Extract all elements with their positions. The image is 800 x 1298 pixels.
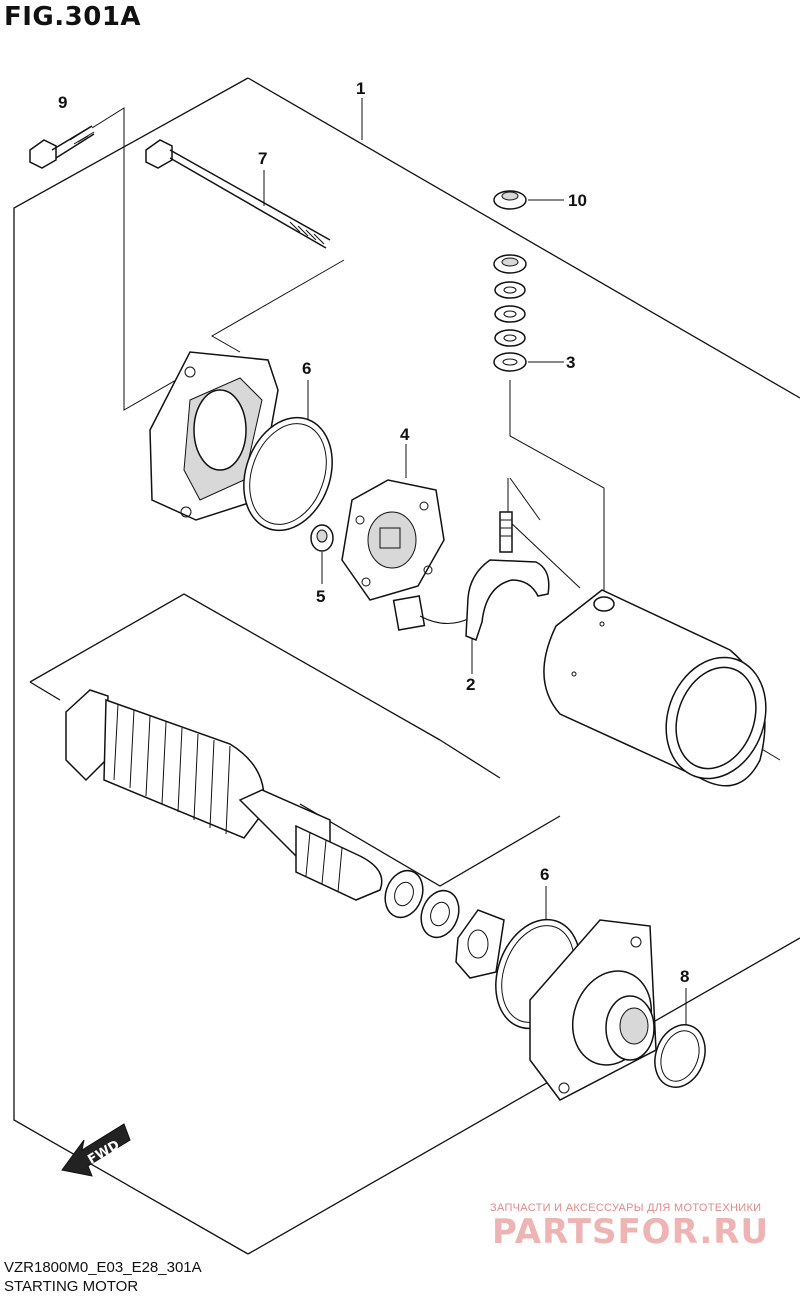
bolt-part-9 bbox=[29, 125, 95, 169]
callout-4: 4 bbox=[400, 425, 410, 444]
assembly-outline bbox=[13, 77, 800, 1255]
callout-9: 9 bbox=[58, 93, 67, 112]
figure-title: FIG.301A bbox=[4, 2, 142, 32]
nut-part-10 bbox=[493, 190, 527, 210]
callout-3: 3 bbox=[566, 353, 575, 372]
brush-holder-part-4 bbox=[341, 479, 445, 601]
watermark-brand: PARTSFOR.RU bbox=[492, 1212, 770, 1252]
through-bolt-part-7 bbox=[145, 139, 331, 249]
bushing-part-5 bbox=[310, 524, 334, 552]
brush-terminal-part-2 bbox=[392, 511, 550, 641]
leader-lines bbox=[91, 98, 781, 1030]
figure-name: STARTING MOTOR bbox=[4, 1278, 139, 1295]
callout-7: 7 bbox=[258, 149, 267, 168]
o-ring-part-6-upper bbox=[243, 416, 333, 532]
callout-10: 10 bbox=[568, 191, 587, 210]
callouts: 1 2 3 4 5 6 6 7 8 9 10 bbox=[58, 79, 689, 986]
fwd-arrow-icon: FWD bbox=[61, 1123, 131, 1177]
callout-6-upper: 6 bbox=[302, 359, 311, 378]
motor-yoke bbox=[543, 589, 767, 787]
front-end-cover bbox=[529, 919, 657, 1101]
shaft-washers bbox=[384, 869, 505, 979]
washer-stack-part-3 bbox=[493, 254, 527, 372]
armature bbox=[65, 689, 383, 901]
callout-8: 8 bbox=[680, 967, 689, 986]
watermark-subtitle: ЗАПЧАСТИ И АКСЕССУАРЫ ДЛЯ МОТОТЕХНИКИ bbox=[490, 1202, 762, 1214]
callout-6-lower: 6 bbox=[540, 865, 549, 884]
figure-code: VZR1800M0_E03_E28_301A bbox=[4, 1259, 202, 1276]
o-ring-part-8 bbox=[654, 1024, 706, 1088]
callout-2: 2 bbox=[466, 675, 475, 694]
callout-5: 5 bbox=[316, 587, 325, 606]
callout-1: 1 bbox=[356, 79, 365, 98]
